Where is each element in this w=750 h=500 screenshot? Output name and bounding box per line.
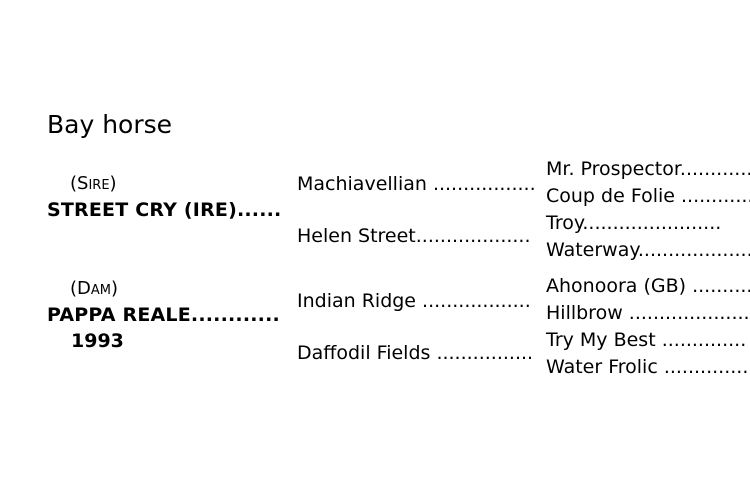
dam-role-label: (DAM) (70, 278, 118, 302)
dam-role-smallcaps: AM (90, 283, 111, 298)
gen3-entry-1: Mr. Prospector............ (546, 158, 750, 180)
sire-name: STREET CRY (IRE)...... (47, 199, 282, 221)
gen3-entry-4: Waterway................... (546, 239, 750, 261)
gen3-entry-8: Water Frolic ............... (546, 356, 750, 378)
dam-dam-name: Daffodil Fields ................ (297, 342, 534, 364)
sire-role-suffix: ) (109, 173, 117, 194)
dam-role-suffix: ) (111, 278, 119, 299)
dam-role-prefix: (D (70, 278, 91, 299)
gen3-entry-3: Troy....................... (546, 212, 722, 234)
gen3-entry-7: Try My Best .............. (546, 329, 747, 351)
sire-role-smallcaps: IRE (88, 178, 110, 193)
gen3-entry-5: Ahonoora (GB) .......... (546, 275, 750, 297)
gen3-entry-6: Hillbrow ...................... (546, 302, 750, 324)
gen3-entry-2: Coup de Folie ............ (546, 185, 750, 207)
sire-role-label: (SIRE) (70, 173, 117, 197)
dam-year: 1993 (71, 330, 124, 352)
sire-role-prefix: (S (70, 173, 89, 194)
dam-sire-name: Indian Ridge .................. (297, 290, 531, 312)
dam-name: PAPPA REALE............ (47, 304, 280, 326)
sire-dam-name: Helen Street................... (297, 225, 531, 247)
page-title: Bay horse (47, 110, 173, 139)
sire-sire-name: Machiavellian ................. (297, 173, 536, 195)
